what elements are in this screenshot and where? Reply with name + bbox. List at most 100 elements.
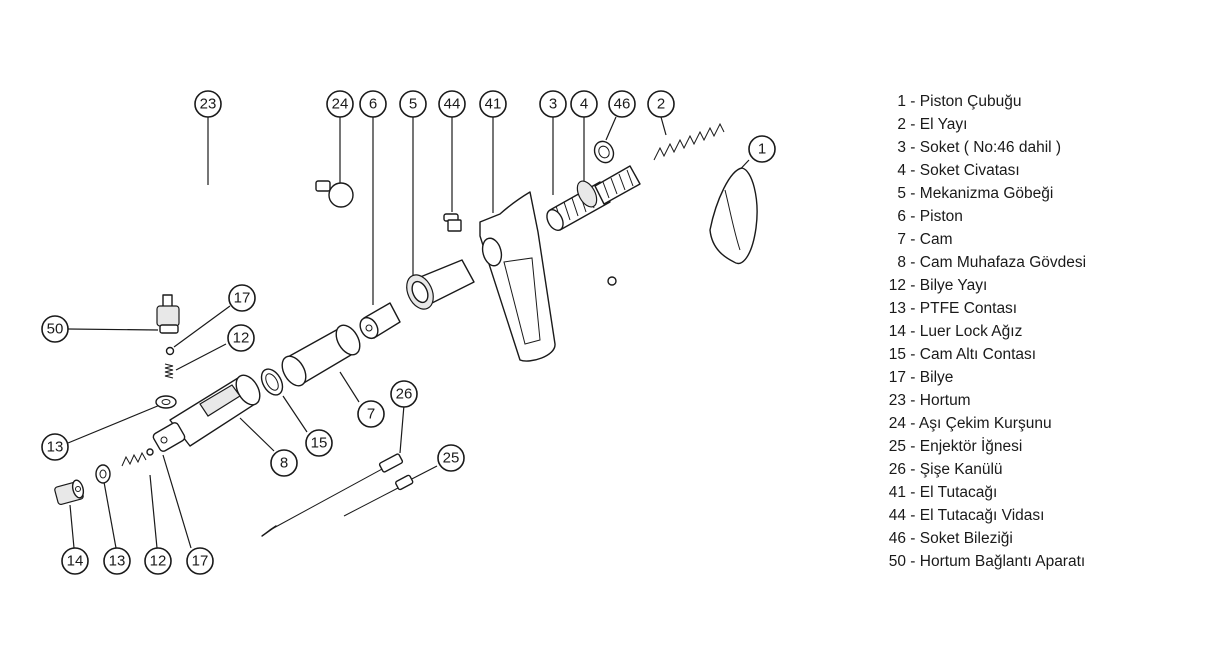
callout-26: 26 [390,380,418,408]
legend-item: 8 - Cam Muhafaza Gövdesi [884,251,1086,274]
svg-text:26: 26 [396,386,413,403]
svg-text:1: 1 [758,141,766,158]
legend-item-label: Aşı Çekim Kurşunu [918,415,1052,432]
legend-item-label: El Tutacağı [919,484,998,501]
callout-2: 2 [647,90,675,118]
legend-item: 46 - Soket Bileziği [884,527,1086,550]
part-weight [315,180,354,208]
callout-41: 41 [479,90,507,118]
legend-item-label: Soket ( No:46 dahil ) [919,139,1062,156]
legend-item-label: PTFE Contası [919,300,1018,317]
svg-text:4: 4 [580,96,588,113]
callout-13-top: 13 [41,433,69,461]
legend-item-label: Luer Lock Ağız [919,323,1023,340]
svg-text:14: 14 [67,553,84,570]
legend-item-number: 25 [888,438,906,455]
svg-text:6: 6 [369,96,377,113]
svg-text:15: 15 [311,435,328,452]
part-socket-bolt [576,165,641,208]
svg-text:2: 2 [657,96,665,113]
legend-item-separator: - [906,369,920,386]
legend-item-number: 44 [888,507,906,524]
part-injector-needle [343,474,414,517]
legend-item-number: 12 [888,277,906,294]
legend-item: 41 - El Tutacağı [884,481,1086,504]
legend-item-separator: - [906,461,920,478]
legend-item: 24 - Aşı Çekim Kurşunu [884,412,1086,435]
legend-item-separator: - [906,208,920,225]
legend-item-number: 14 [888,323,906,340]
legend-item: 12 - Bilye Yayı [884,274,1086,297]
legend-item-label: Bilye [919,369,954,386]
legend-item-number: 46 [888,530,906,547]
legend-item-label: Soket Civatası [919,162,1020,179]
legend-item-separator: - [906,346,920,363]
callout-13-bottom: 13 [103,547,131,575]
legend-item-separator: - [906,139,920,156]
callout-24: 24 [326,90,354,118]
svg-text:5: 5 [409,96,417,113]
svg-text:7: 7 [367,406,375,423]
svg-text:8: 8 [280,455,288,472]
part-luer-lock [54,479,85,505]
callout-44: 44 [438,90,466,118]
legend-item-separator: - [906,415,919,432]
legend-item-label: El Tutacağı Vidası [919,507,1045,524]
callout-14: 14 [61,547,89,575]
legend-item: 14 - Luer Lock Ağız [884,320,1086,343]
legend-item: 25 - Enjektör İğnesi [884,435,1086,458]
part-handle-screw [443,213,462,232]
legend-item-separator: - [906,162,920,179]
legend-item-label: Cam Altı Contası [919,346,1037,363]
callout-3: 3 [539,90,567,118]
callout-1: 1 [748,135,776,163]
callout-bubbles: 23 24 6 5 44 41 3 4 46 2 1 17 50 12 13 1… [41,90,776,575]
callout-25: 25 [437,444,465,472]
legend-item-label: Şişe Kanülü [919,461,1003,478]
part-hose [164,179,318,294]
callout-6: 6 [359,90,387,118]
callout-46: 46 [608,90,636,118]
svg-text:46: 46 [614,96,631,113]
legend-item-label: Hortum [919,392,971,409]
callout-23: 23 [194,90,222,118]
legend-item-separator: - [906,116,920,133]
legend-item-label: Piston [919,208,963,225]
svg-text:50: 50 [47,321,64,338]
part-glass [281,324,361,387]
legend-item-number: 13 [888,300,906,317]
legend-item-separator: - [906,277,920,294]
legend-item: 5 - Mekanizma Göbeği [884,182,1086,205]
legend-item: 7 - Cam [884,228,1086,251]
legend-item-number: 8 [897,254,906,271]
legend-item: 6 - Piston [884,205,1086,228]
part-ball-bottom [146,448,154,456]
legend-item-separator: - [906,438,920,455]
svg-text:13: 13 [47,439,64,456]
part-piston [359,302,401,340]
svg-text:24: 24 [332,96,349,113]
legend-item-number: 50 [888,553,906,570]
svg-text:17: 17 [234,290,251,307]
svg-text:44: 44 [444,96,461,113]
legend-item-label: El Yayı [919,116,968,133]
svg-text:12: 12 [150,553,167,570]
legend-item-number: 5 [897,185,906,202]
part-hose-connector [156,294,180,334]
svg-text:23: 23 [200,96,217,113]
legend-item: 17 - Bilye [884,366,1086,389]
legend-item: 50 - Hortum Bağlantı Aparatı [884,550,1086,573]
leader-lines [67,116,750,549]
callout-15: 15 [305,429,333,457]
legend-item-label: Cam [919,231,953,248]
svg-text:41: 41 [485,96,502,113]
legend-item: 44 - El Tutacağı Vidası [884,504,1086,527]
svg-text:3: 3 [549,96,557,113]
legend-item: 2 - El Yayı [884,113,1086,136]
legend-item-number: 3 [897,139,906,156]
part-spring-bottom [121,451,147,467]
legend-item-separator: - [906,392,920,409]
part-ptfe-washer-top [155,395,177,409]
legend-item-separator: - [906,484,920,501]
legend-item-separator: - [906,254,920,271]
